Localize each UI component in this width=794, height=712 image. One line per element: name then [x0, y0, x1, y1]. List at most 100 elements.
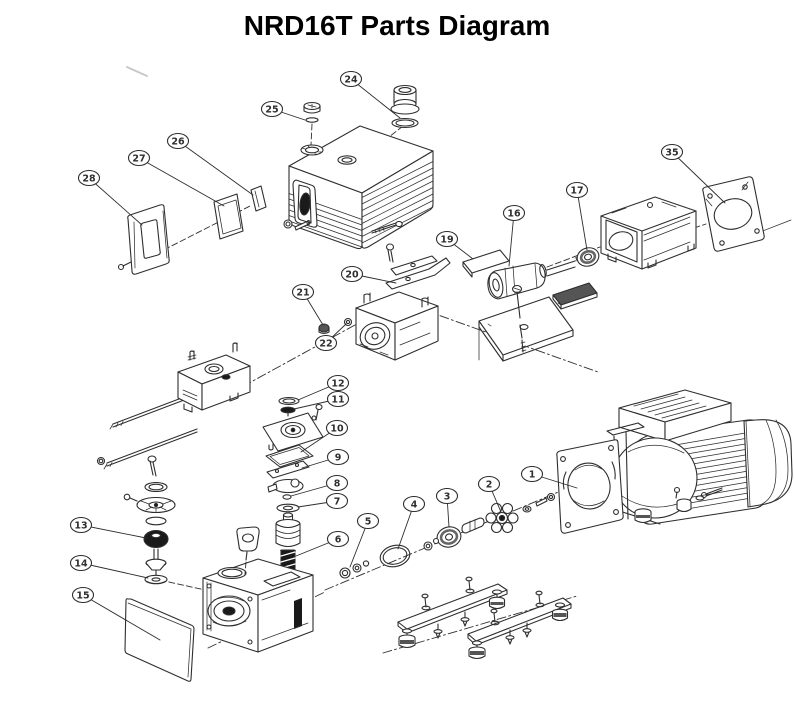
callout-27: 27 [127, 149, 225, 207]
callout-28: 28 [77, 169, 143, 226]
coupling-bearing [436, 526, 462, 548]
cover-screw [303, 101, 321, 123]
callout-20: 20 [340, 265, 397, 284]
callout-10: 10 [300, 419, 349, 453]
felt-pad [552, 282, 598, 310]
callout-26: 26 [166, 132, 254, 196]
motor [606, 389, 793, 525]
svg-text:8: 8 [334, 478, 341, 489]
callout-16: 16 [502, 204, 526, 267]
callout-2: 2 [477, 475, 502, 513]
eccentric [267, 478, 304, 494]
svg-text:14: 14 [74, 558, 88, 569]
svg-text:1: 1 [529, 469, 536, 480]
end-cover [117, 204, 170, 275]
head-gasket [265, 444, 314, 468]
svg-text:16: 16 [507, 208, 521, 219]
fan-cowl [743, 419, 793, 508]
callout-9: 9 [301, 448, 350, 469]
svg-text:13: 13 [74, 520, 87, 531]
motor-bracket [600, 196, 697, 270]
svg-text:3: 3 [444, 491, 451, 502]
shaft-ring [282, 494, 292, 500]
svg-text:12: 12 [331, 378, 344, 389]
coupling-star [485, 492, 556, 534]
shaft-bearing [576, 247, 600, 267]
svg-text:21: 21 [296, 287, 309, 298]
valve-head [262, 403, 324, 452]
mounting-flange-plate [556, 439, 624, 534]
gasket-strip [250, 185, 267, 212]
svg-text:7: 7 [334, 496, 341, 507]
cover-hardware [283, 219, 403, 234]
callout-layer: 1234567891011121314151617192021222425262… [69, 70, 726, 641]
inlet-fitting [390, 84, 420, 129]
reed-valve-bracket [385, 243, 451, 290]
svg-text:17: 17 [570, 185, 583, 196]
svg-text:10: 10 [330, 423, 344, 434]
rail-rear [467, 590, 572, 660]
callout-17: 17 [565, 181, 589, 251]
svg-text:28: 28 [82, 173, 96, 184]
callout-25: 25 [260, 100, 306, 121]
valve-stack [262, 396, 324, 574]
svg-text:2: 2 [486, 479, 493, 490]
svg-text:6: 6 [335, 534, 342, 545]
impeller-stack [123, 455, 176, 585]
cap-nut [318, 323, 330, 335]
top-ports [300, 144, 357, 165]
callout-19: 19 [435, 230, 474, 260]
bottom-plate [478, 284, 574, 362]
scan-smudge [126, 66, 148, 77]
manifold-assembly [96, 342, 251, 470]
svg-text:9: 9 [335, 452, 342, 463]
sponge-ring [143, 529, 169, 549]
muffler-cover [283, 125, 434, 250]
base-rails [397, 576, 572, 660]
shaft-washers [339, 560, 370, 579]
sight-glass [292, 179, 318, 228]
callout-13: 13 [69, 516, 147, 539]
callout-35: 35 [660, 143, 726, 204]
svg-text:25: 25 [265, 104, 278, 115]
exhaust-felt [462, 249, 510, 278]
callout-8: 8 [290, 474, 349, 497]
valve-plate [266, 460, 310, 479]
svg-text:35: 35 [665, 147, 678, 158]
svg-text:24: 24 [344, 74, 358, 85]
callout-6: 6 [295, 530, 350, 557]
callout-1: 1 [520, 465, 578, 489]
callout-12: 12 [297, 374, 350, 401]
callout-24: 24 [339, 70, 401, 119]
pump-body [202, 526, 314, 653]
cylinder-assembly [487, 254, 586, 300]
shaft-o-ring [379, 544, 411, 568]
diagram-title: NRD16T Parts Diagram [243, 10, 551, 41]
motor-feet [634, 498, 692, 524]
callout-11: 11 [293, 390, 350, 410]
motor-base-screws [673, 486, 723, 501]
callout-5: 5 [349, 512, 380, 568]
valve-spindle [145, 548, 167, 576]
impeller [123, 493, 176, 514]
callout-14: 14 [69, 554, 149, 579]
callout-3: 3 [435, 487, 459, 528]
shaft-sleeve [423, 517, 485, 551]
svg-text:4: 4 [411, 499, 418, 510]
small-o-ring [343, 317, 353, 327]
svg-text:27: 27 [132, 153, 145, 164]
oil-cap [236, 526, 260, 575]
svg-text:26: 26 [171, 136, 185, 147]
svg-text:22: 22 [319, 338, 332, 349]
callout-4: 4 [397, 495, 426, 550]
svg-text:19: 19 [440, 234, 453, 245]
svg-text:15: 15 [76, 590, 89, 601]
thrust-washer [276, 503, 300, 513]
callout-21: 21 [291, 283, 324, 326]
callout-15: 15 [71, 586, 161, 641]
filter-plate [213, 193, 244, 240]
svg-text:20: 20 [345, 269, 359, 280]
motor-flange-gasket [702, 176, 765, 252]
svg-text:5: 5 [365, 516, 372, 527]
